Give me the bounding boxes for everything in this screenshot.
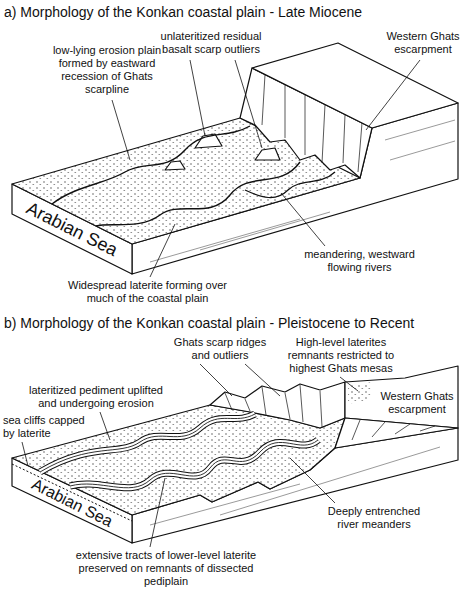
escarpment-face xyxy=(335,418,458,448)
leader-line xyxy=(281,193,325,246)
leader-line xyxy=(22,442,28,466)
callout-label: sea cliffs capped by laterite xyxy=(3,414,98,440)
leader-line xyxy=(150,224,175,277)
leader-line xyxy=(366,60,420,130)
panel-b-block xyxy=(12,366,458,543)
ghats-plateau xyxy=(252,43,458,128)
callout-label: High-level laterites remnants restricted… xyxy=(280,336,402,375)
leader-lines xyxy=(112,60,420,277)
callout-label: extensive tracts of lower-level laterite… xyxy=(72,549,260,588)
callout-label: Widespread laterite forming over much of… xyxy=(55,279,240,305)
leader-line xyxy=(190,60,205,136)
leader-line xyxy=(100,412,110,440)
callout-label: Deeply entrenched river meanders xyxy=(318,505,430,531)
escarpment-hatch xyxy=(352,420,435,440)
ghats-mesa xyxy=(345,366,458,428)
sea-label: Arabian Sea xyxy=(29,476,115,530)
leader-line xyxy=(245,364,280,396)
callout-label: Ghats scarp ridges and outliers xyxy=(168,336,272,362)
leader-lines xyxy=(22,364,358,547)
callout-label: Western Ghats escarpment xyxy=(378,390,456,416)
panel-a-block xyxy=(12,43,458,274)
leader-line xyxy=(340,377,358,391)
leader-line xyxy=(235,60,262,148)
leader-line xyxy=(150,478,165,547)
callout-label: low-lying erosion plain formed by eastwa… xyxy=(52,44,162,96)
river xyxy=(52,126,250,204)
panel-title: a) Morphology of the Konkan coastal plai… xyxy=(4,3,362,21)
callout-label: meandering, westward flowing rivers xyxy=(292,248,427,274)
leader-line xyxy=(200,364,232,396)
panel-title: b) Morphology of the Konkan coastal plai… xyxy=(4,314,414,332)
callout-label: unlateritized residual basalt scarp outl… xyxy=(150,30,272,56)
sea-label: Arabian Sea xyxy=(24,199,121,259)
river xyxy=(245,172,335,198)
high-level-laterite xyxy=(348,382,372,404)
leader-line xyxy=(112,100,130,160)
callout-label: Western Ghats escarpment xyxy=(380,30,466,56)
basalt-outlier xyxy=(255,148,280,160)
callout-label: lateritized pediment uplifted and underg… xyxy=(26,384,166,410)
leader-line xyxy=(290,458,335,503)
